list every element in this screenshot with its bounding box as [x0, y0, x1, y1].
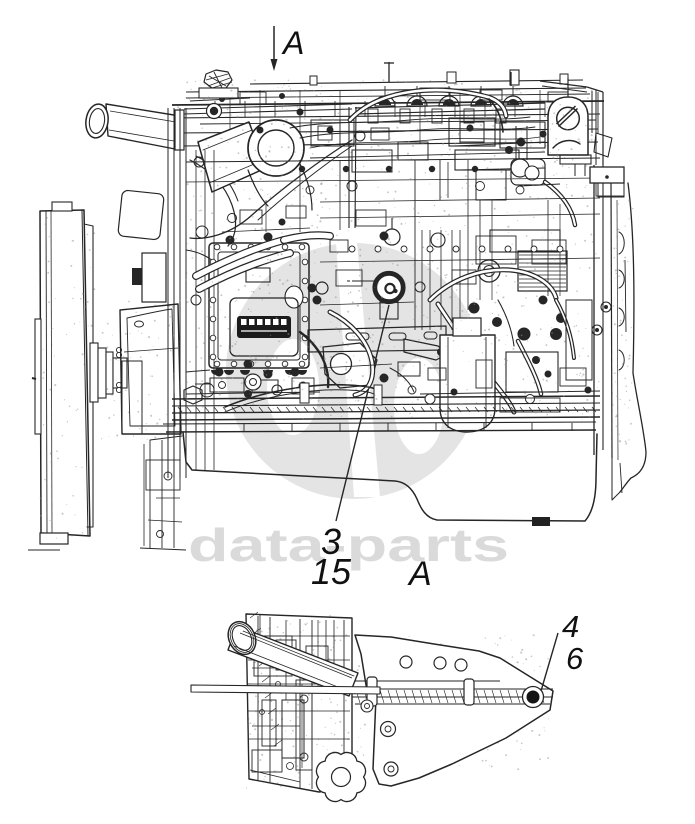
svg-text:data-parts: data-parts	[188, 519, 509, 571]
svg-text:A: A	[281, 25, 304, 61]
svg-text:15: 15	[311, 551, 352, 592]
svg-text:A: A	[407, 555, 432, 593]
svg-text:3: 3	[321, 521, 341, 562]
svg-text:4: 4	[562, 609, 579, 644]
svg-text:6: 6	[566, 641, 584, 676]
